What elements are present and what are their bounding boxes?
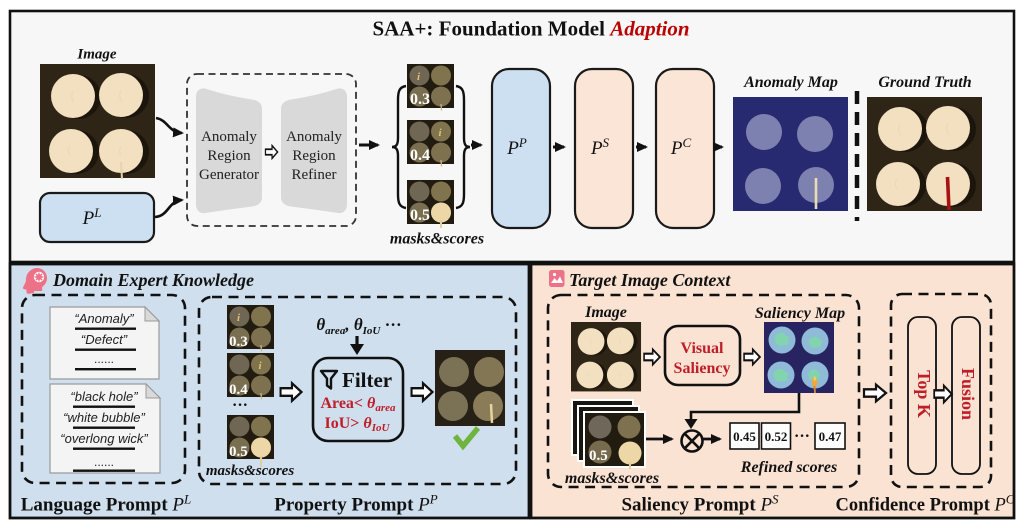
- svg-text:Saliency Map: Saliency Map: [755, 305, 845, 322]
- svg-text:0.45: 0.45: [733, 429, 756, 444]
- svg-text:0.5: 0.5: [229, 444, 248, 460]
- svg-text:Refiner: Refiner: [292, 167, 337, 183]
- svg-text:“black hole”: “black hole”: [70, 389, 138, 404]
- svg-text:......: ......: [94, 352, 114, 366]
- svg-text:i: i: [237, 312, 241, 324]
- svg-text:“Defect”: “Defect”: [81, 332, 128, 347]
- svg-text:masks&scores: masks&scores: [390, 231, 484, 248]
- svg-text:Anomaly: Anomaly: [201, 129, 257, 145]
- svg-text:Ground Truth: Ground Truth: [878, 74, 971, 91]
- svg-text:Confidence Prompt PC: Confidence Prompt PC: [836, 492, 1015, 516]
- svg-text:0.52: 0.52: [765, 429, 788, 444]
- svg-text:Language Prompt PL: Language Prompt PL: [21, 492, 192, 516]
- svg-text:Visual: Visual: [681, 340, 725, 357]
- svg-text:“overlong wick”: “overlong wick”: [60, 431, 148, 446]
- svg-text:Image: Image: [76, 47, 117, 63]
- svg-text:Image: Image: [584, 304, 627, 321]
- svg-text:0.4: 0.4: [229, 382, 248, 398]
- svg-text:Anomaly Map: Anomaly Map: [743, 74, 838, 91]
- svg-text:Refined scores: Refined scores: [740, 459, 837, 476]
- svg-text:0.5: 0.5: [589, 448, 608, 464]
- svg-text:masks&scores: masks&scores: [206, 463, 295, 479]
- svg-text:Fusion: Fusion: [958, 368, 978, 420]
- svg-text:i: i: [439, 127, 443, 139]
- svg-text:Saliency: Saliency: [674, 360, 731, 377]
- svg-text:Region: Region: [292, 148, 336, 164]
- svg-text:···: ···: [232, 397, 248, 414]
- svg-text:0.47: 0.47: [819, 429, 842, 444]
- svg-text:0.3: 0.3: [410, 91, 430, 108]
- svg-text:......: ......: [94, 455, 114, 469]
- svg-text:SAA+: Foundation Model Adaptio: SAA+: Foundation Model Adaption: [372, 17, 689, 41]
- svg-text:Generator: Generator: [199, 167, 259, 183]
- svg-text:Filter: Filter: [342, 368, 392, 392]
- svg-text:Anomaly: Anomaly: [286, 129, 342, 145]
- svg-text:Target Image Context: Target Image Context: [569, 270, 731, 290]
- svg-text:Domain Expert Knowledge: Domain Expert Knowledge: [52, 270, 254, 290]
- svg-text:Saliency Prompt PS: Saliency Prompt PS: [621, 492, 779, 516]
- svg-text:masks&scores: masks&scores: [565, 470, 659, 487]
- svg-text:“Anomaly”: “Anomaly”: [74, 311, 134, 326]
- svg-text:0.5: 0.5: [410, 207, 430, 224]
- svg-text:Top K: Top K: [914, 370, 934, 418]
- svg-text:···: ···: [794, 428, 810, 445]
- svg-text:“white bubble”: “white bubble”: [63, 410, 145, 425]
- svg-text:i: i: [417, 71, 421, 83]
- svg-text:Region: Region: [207, 148, 251, 164]
- svg-text:0.3: 0.3: [229, 334, 248, 350]
- svg-text:0.4: 0.4: [410, 147, 430, 164]
- svg-text:i: i: [259, 360, 263, 372]
- svg-text:Property Prompt PP: Property Prompt PP: [274, 492, 437, 516]
